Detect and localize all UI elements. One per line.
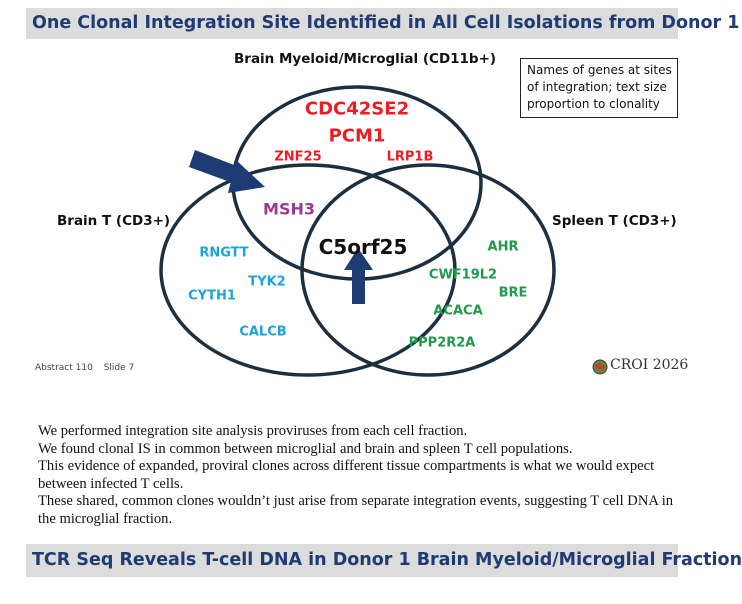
legend-line: Names of genes at sites (527, 63, 672, 77)
croi-logo-area: CROI 2026 (592, 356, 688, 376)
speaker-notes: We performed integration site analysis p… (38, 423, 678, 529)
legend-box: Names of genes at sites of integration; … (520, 58, 678, 118)
gene-label: RNGTT (199, 245, 249, 261)
group-label-brain-t: Brain T (CD3+) (57, 213, 171, 229)
croi-globe-icon (592, 359, 608, 375)
gene-label: PCM1 (328, 125, 386, 147)
gene-label: CWF19L2 (428, 267, 498, 283)
abstract-number: Abstract 110 (35, 363, 93, 373)
group-label-myeloid: Brain Myeloid/Microglial (CD11b+) (234, 51, 497, 67)
gene-label: PPP2R2A (408, 335, 476, 351)
group-label-spleen-t: Spleen T (CD3+) (552, 213, 677, 229)
gene-label: LRP1B (386, 149, 434, 165)
gene-label: MSH3 (263, 199, 315, 219)
gene-label: BRE (498, 285, 528, 301)
gene-label: C5orf25 (318, 235, 408, 259)
next-slide-title: TCR Seq Reveals T-cell DNA in Donor 1 Br… (26, 544, 742, 577)
spleen-t-circle (300, 163, 556, 377)
diagonal-arrow (189, 150, 265, 193)
gene-label: ZNF25 (274, 149, 322, 165)
venn-diagram (159, 85, 556, 377)
gene-label: CALCB (239, 324, 287, 340)
gene-label: TYK2 (248, 274, 286, 290)
vertical-arrow (344, 248, 373, 304)
gene-label: CYTH1 (188, 288, 236, 304)
legend-line: proportion to clonality (527, 97, 660, 111)
notes-line: This evidence of expanded, proviral clon… (38, 458, 655, 492)
gene-label: CDC42SE2 (304, 98, 410, 120)
slide-footer: Abstract 110 Slide 7 (35, 363, 142, 373)
notes-line: These shared, common clones wouldn’t jus… (38, 493, 674, 527)
notes-line: We performed integration site analysis p… (38, 423, 468, 439)
slide-number: Slide 7 (103, 363, 135, 373)
gene-label: AHR (487, 239, 519, 255)
gene-label: ACACA (433, 303, 483, 319)
notes-line: We found clonal IS in common between mic… (38, 440, 573, 457)
legend-line: of integration; text size (527, 80, 667, 94)
brain-t-circle (159, 163, 457, 377)
slide-title: One Clonal Integration Site Identified i… (26, 8, 739, 39)
croi-logo-text: CROI 2026 (610, 357, 689, 373)
